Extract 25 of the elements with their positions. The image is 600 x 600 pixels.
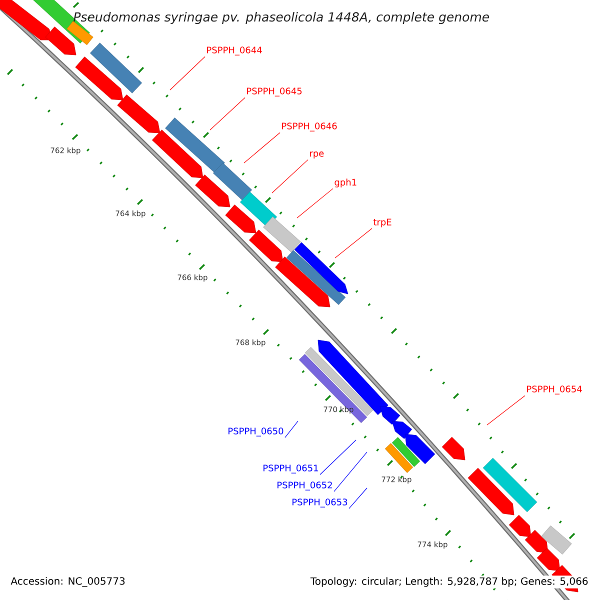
- gene-label: rpe: [310, 152, 324, 158]
- gene-label: PSPPH_0652: [278, 482, 332, 490]
- leader-line: [348, 488, 368, 509]
- gene-label: PSPPH_0650: [228, 428, 284, 436]
- leader-line: [334, 228, 372, 258]
- leader-line: [170, 56, 206, 90]
- gene-label: PSPPH_0651: [264, 464, 318, 474]
- leader-line: [272, 159, 308, 194]
- leader-line: [296, 188, 334, 218]
- gene-label: trpE: [373, 218, 392, 228]
- gene-label: PSPPH_0653: [292, 498, 348, 508]
- leader-line: [334, 452, 368, 492]
- leader-line: [244, 132, 280, 164]
- footer-text: Topology: circular; Length: 5,928,787 bp; Genes: 5,066: [308, 576, 590, 588]
- leader-line: [486, 395, 526, 426]
- title: Pseudomonas syringae pv. phaseolicola 1448A, complete genome: [74, 12, 489, 24]
- footer-text: Accession: NC_005773: [9, 576, 127, 588]
- leader-line: [210, 97, 246, 130]
- gene-label: PSPPH_0645: [247, 88, 302, 96]
- gene-label: gph1: [334, 178, 356, 188]
- gene-label: PSPPH_0646: [282, 122, 337, 132]
- gene-label: PSPPH_0644: [207, 46, 262, 56]
- gene-label: PSPPH_0654: [527, 386, 582, 394]
- leader-line: [284, 420, 298, 438]
- leader-line: [320, 440, 356, 475]
